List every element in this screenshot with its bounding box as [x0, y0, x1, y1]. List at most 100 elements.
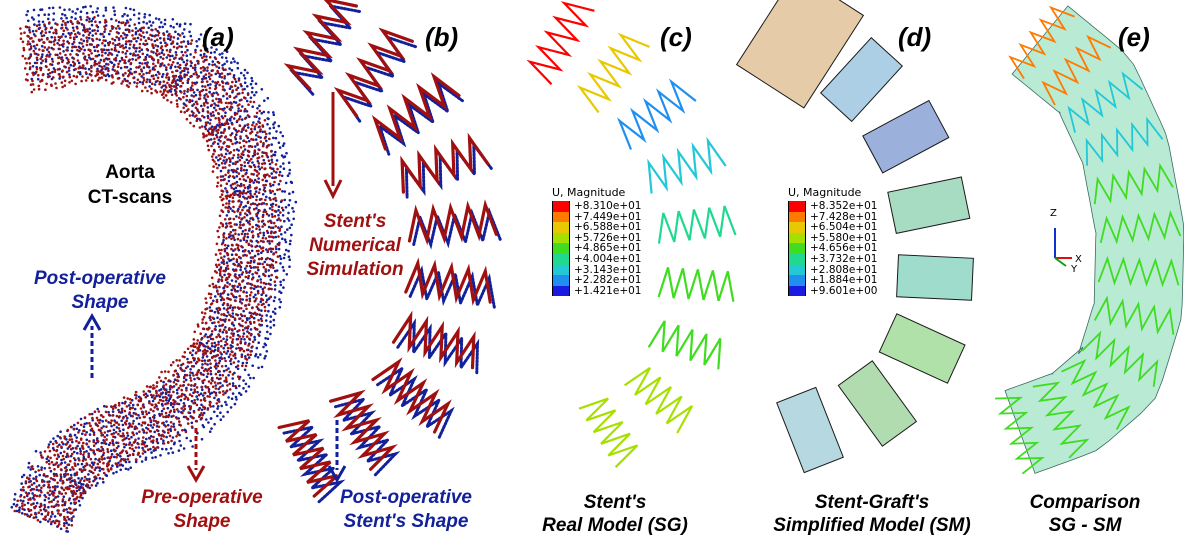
- point-cloud-dot: [95, 10, 98, 14]
- point-cloud-dot: [220, 131, 223, 134]
- point-cloud-dot: [232, 324, 236, 327]
- point-cloud-dot: [189, 368, 192, 371]
- point-cloud-dot: [185, 386, 188, 390]
- point-cloud-dot: [63, 8, 66, 12]
- point-cloud-dot: [251, 86, 254, 90]
- point-cloud-dot: [84, 67, 87, 70]
- point-cloud-dot: [89, 57, 93, 61]
- point-cloud-dot: [258, 245, 262, 248]
- point-cloud-dot: [229, 184, 233, 187]
- point-cloud-dot: [158, 412, 161, 416]
- point-cloud-dot: [129, 7, 132, 11]
- point-cloud-dot: [134, 32, 138, 36]
- point-cloud-dot: [66, 20, 70, 24]
- point-cloud-dot: [47, 443, 51, 446]
- point-cloud-dot: [110, 424, 113, 428]
- point-cloud-dot: [223, 343, 227, 347]
- point-cloud-dot: [233, 60, 236, 63]
- point-cloud-dot: [206, 129, 210, 132]
- point-cloud-dot: [124, 6, 128, 10]
- point-cloud-dot: [140, 75, 143, 78]
- point-cloud-dot: [250, 249, 254, 253]
- point-cloud-dot: [229, 362, 233, 366]
- point-cloud-dot: [272, 299, 276, 303]
- point-cloud-dot: [174, 51, 178, 54]
- point-cloud-dot: [98, 418, 102, 422]
- point-cloud-dot: [29, 468, 32, 471]
- point-cloud-dot: [111, 68, 115, 71]
- point-cloud-dot: [167, 452, 170, 455]
- point-cloud-dot: [62, 495, 66, 499]
- point-cloud-dot: [219, 411, 222, 415]
- point-cloud-dot: [171, 405, 175, 409]
- point-cloud-dot: [40, 61, 43, 65]
- point-cloud-dot: [126, 416, 129, 420]
- point-cloud-dot: [88, 477, 91, 481]
- point-cloud-dot: [264, 337, 267, 340]
- point-cloud-dot: [83, 422, 86, 426]
- point-cloud-dot: [244, 382, 248, 386]
- point-cloud-dot: [188, 374, 192, 377]
- point-cloud-dot: [254, 223, 258, 227]
- point-cloud-dot: [27, 19, 30, 23]
- point-cloud-dot: [280, 225, 283, 228]
- legend-value: +8.310e+01: [574, 200, 642, 212]
- point-cloud-dot: [215, 156, 218, 159]
- point-cloud-dot: [232, 117, 236, 120]
- point-cloud-dot: [264, 179, 268, 183]
- point-cloud-dot: [269, 191, 273, 194]
- point-cloud-dot: [139, 29, 143, 33]
- point-cloud-dot: [40, 512, 44, 516]
- point-cloud-dot: [72, 515, 75, 518]
- point-cloud-dot: [255, 204, 259, 207]
- point-cloud-dot: [34, 449, 38, 453]
- point-cloud-dot: [223, 357, 226, 360]
- point-cloud-dot: [199, 392, 203, 396]
- point-cloud-dot: [209, 83, 212, 86]
- point-cloud-dot: [235, 133, 238, 136]
- point-cloud-dot: [166, 37, 170, 40]
- point-cloud-dot: [245, 197, 249, 200]
- point-cloud-dot: [238, 300, 242, 303]
- point-cloud-dot: [138, 455, 142, 458]
- point-cloud-dot: [154, 455, 157, 459]
- point-cloud-dot: [145, 71, 148, 75]
- point-cloud-dot: [151, 426, 154, 429]
- point-cloud-dot: [53, 515, 57, 518]
- point-cloud-dot: [222, 286, 225, 290]
- point-cloud-dot: [232, 100, 236, 104]
- point-cloud-dot: [273, 288, 277, 291]
- point-cloud-dot: [230, 279, 234, 282]
- point-cloud-dot: [147, 411, 151, 415]
- point-cloud-dot: [151, 456, 154, 460]
- point-cloud-dot: [110, 17, 113, 21]
- point-cloud-dot: [282, 167, 286, 170]
- point-cloud-dot: [94, 442, 98, 445]
- point-cloud-dot: [265, 314, 269, 317]
- point-cloud-dot: [146, 78, 149, 81]
- point-cloud-dot: [258, 167, 262, 171]
- point-cloud-dot: [169, 38, 172, 41]
- point-cloud-dot: [129, 18, 132, 21]
- point-cloud-dot: [261, 287, 265, 291]
- point-cloud-dot: [278, 170, 282, 174]
- point-cloud-dot: [204, 345, 207, 348]
- point-cloud-dot: [27, 461, 31, 465]
- point-cloud-dot: [85, 431, 88, 434]
- point-cloud-dot: [162, 439, 165, 443]
- point-cloud-dot: [266, 123, 269, 126]
- point-cloud-dot: [103, 30, 106, 34]
- point-cloud-dot: [255, 195, 259, 198]
- point-cloud-dot: [68, 484, 72, 488]
- point-cloud-dot: [61, 12, 64, 16]
- point-cloud-dot: [165, 398, 168, 402]
- point-cloud-dot: [216, 407, 219, 410]
- point-cloud-dot: [274, 284, 277, 287]
- point-cloud-dot: [140, 460, 144, 463]
- legend-swatch: [788, 222, 806, 233]
- point-cloud-dot: [165, 447, 168, 451]
- point-cloud-dot: [243, 338, 246, 341]
- point-cloud-dot: [236, 86, 240, 90]
- point-cloud-dot: [288, 199, 292, 202]
- point-cloud-dot: [208, 430, 212, 434]
